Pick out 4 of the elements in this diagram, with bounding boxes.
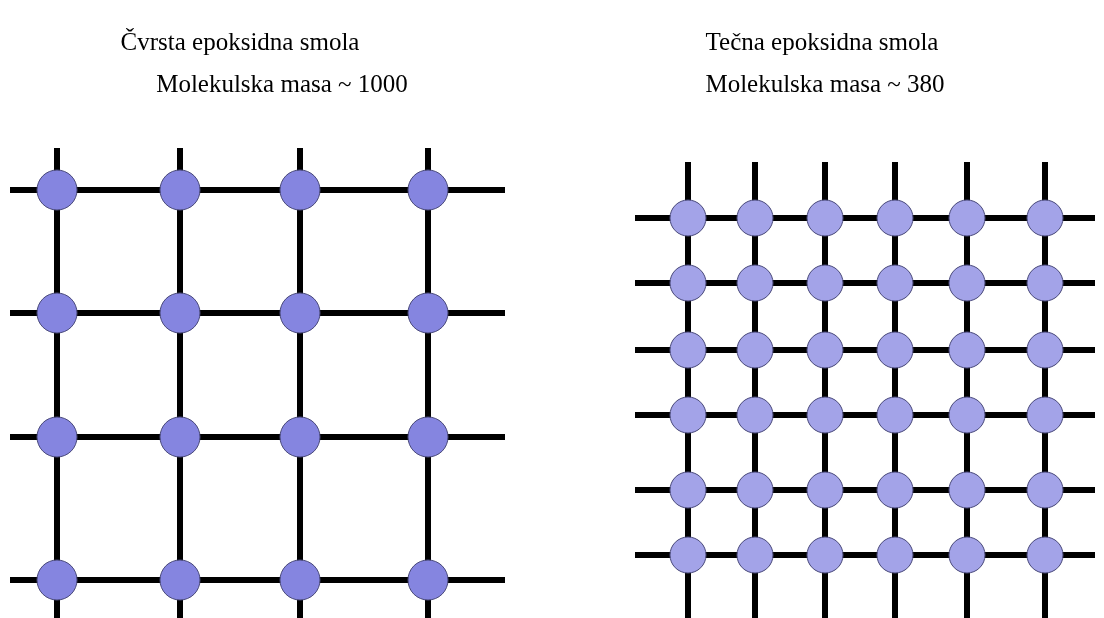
resin-title: Tečna epoksidna smola [705, 28, 939, 56]
molecular-mass-text: Molekulska masa ~ 1000 [156, 70, 408, 98]
molecular-mass-text: Molekulska masa ~ 380 [705, 70, 945, 98]
resin-title: Čvrsta epoksidna smola [120, 28, 360, 56]
